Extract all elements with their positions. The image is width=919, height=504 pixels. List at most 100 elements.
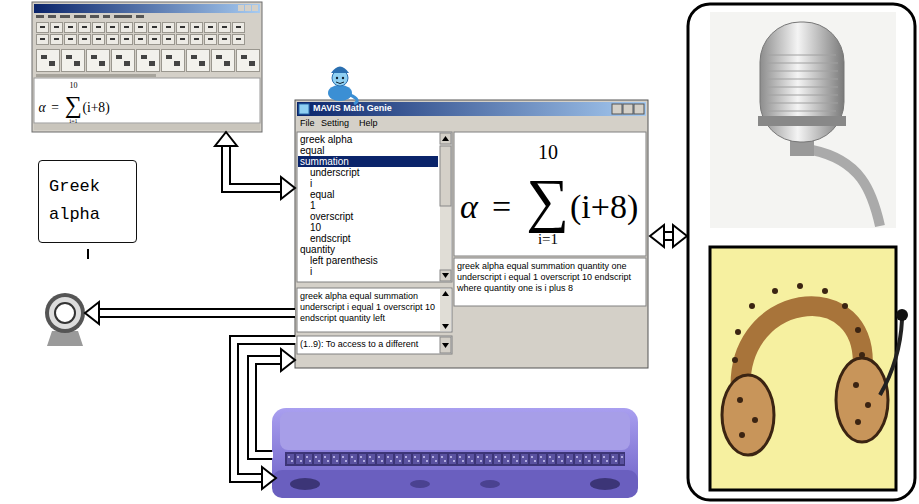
- scroll-arrow: [442, 324, 449, 329]
- dropdown-arrow: [442, 343, 449, 348]
- arrow-head: [215, 132, 237, 146]
- window-button: [634, 104, 644, 114]
- arrow-head: [262, 467, 276, 489]
- scroll-button: [440, 133, 451, 144]
- mic-band: [758, 116, 846, 126]
- menu-item: Setting: [321, 118, 349, 129]
- audio-devices: [688, 4, 915, 500]
- window-button: [252, 5, 258, 11]
- window-title: MAVIS Math Genie: [313, 103, 392, 114]
- mic-boom: [880, 320, 902, 395]
- formula-symbol: ∑: [526, 170, 569, 230]
- math-genie-window-frame: [295, 100, 648, 368]
- status-bar: [34, 124, 260, 130]
- panel-ground: [297, 132, 452, 282]
- speaker-cone: [55, 303, 75, 323]
- formula-symbol: (i+8): [82, 101, 109, 115]
- tree-item: i: [310, 178, 312, 189]
- tree-item: greek alpha: [300, 134, 352, 145]
- mathtype-window: α=∑(i+8)10i=1: [32, 2, 262, 132]
- formula-symbol: 10: [65, 82, 83, 90]
- device-key: [590, 478, 620, 490]
- formula-symbol: i=1: [526, 232, 570, 247]
- leopard-spots: [737, 382, 871, 438]
- genie-eye: [336, 77, 338, 79]
- tree-item: equal: [300, 145, 324, 156]
- braille-cell-strip: [285, 452, 625, 466]
- tree-item: summation: [298, 156, 438, 167]
- arrow-head: [85, 302, 99, 324]
- expression-tree-panel: greek alphaequalsummationunderscriptiequ…: [297, 132, 452, 282]
- speech-bubble: Greek alpha: [38, 160, 137, 243]
- device-key: [290, 478, 320, 490]
- tree-item: 10: [310, 222, 321, 233]
- window-button: [238, 5, 244, 11]
- arrow-shaft-inner: [252, 360, 283, 455]
- hollow-arrow-connector: [85, 302, 295, 324]
- menu-item: File: [300, 118, 315, 129]
- toolbar-buttons: [36, 22, 246, 46]
- speaker-ring: [49, 297, 81, 329]
- formula-symbol: i=1: [65, 118, 83, 124]
- mic-stand: [812, 150, 880, 226]
- tree-item: 1: [310, 200, 316, 211]
- photo-ground: [710, 12, 896, 228]
- scroll-arrow: [442, 136, 449, 141]
- device-key: [410, 480, 430, 488]
- leopard-spots: [732, 283, 865, 363]
- formula-symbol: α: [460, 190, 478, 224]
- speech-text: greek alpha equal summation underscript …: [300, 291, 438, 323]
- arrow-shaft-inner: [226, 145, 282, 188]
- speaker-rim: [45, 293, 85, 333]
- boom-mic: [896, 309, 908, 321]
- panel-ground: [297, 336, 452, 354]
- speaker-node: Greek alpha: [45, 293, 85, 333]
- device-body: [272, 408, 638, 498]
- description-text: greek alpha equal summation quantity one…: [457, 261, 643, 293]
- genie-turban: [331, 67, 349, 74]
- menu-item: Help: [359, 118, 378, 129]
- window-frame: [32, 2, 262, 132]
- device-top: [280, 412, 630, 450]
- arrow-shaft: [252, 360, 282, 455]
- formula-symbol: α: [38, 101, 45, 115]
- arrow-shaft-inner: [98, 310, 295, 316]
- bubble-tick: [87, 249, 89, 259]
- genie-figure: [328, 67, 357, 105]
- menu-marks: [36, 15, 144, 18]
- speech-text-panel: greek alpha equal summation underscript …: [297, 288, 452, 332]
- tree-item: overscript: [310, 211, 353, 222]
- genie-body: [328, 85, 352, 101]
- braille-display: [272, 408, 638, 498]
- panel-ground: [297, 288, 452, 332]
- window-button: [612, 104, 622, 114]
- formula-symbol: ∑: [65, 93, 82, 117]
- formula-display-panel: α=∑(i+8)10i=1: [454, 132, 646, 256]
- tree-item: endscript: [310, 233, 351, 244]
- braille-arrows: [234, 340, 296, 489]
- tree-item: quantity: [300, 244, 335, 255]
- status-text: (1..9): To access to a different: [300, 339, 438, 350]
- speaker-icon: [45, 249, 88, 346]
- tree-item: equal: [310, 189, 334, 200]
- scroll-arrow: [442, 273, 449, 278]
- mathtype-window-frame: [32, 2, 262, 132]
- speaker-base: [47, 331, 83, 346]
- device-front: [272, 470, 638, 498]
- genie-tail: [350, 95, 357, 104]
- app-icon: [299, 104, 309, 114]
- arrow-head: [673, 225, 687, 247]
- scrollbar: [440, 133, 451, 281]
- panel-ground: [454, 258, 646, 306]
- arrow-shaft: [234, 340, 295, 478]
- template-palette: [36, 49, 261, 73]
- ear-cup: [722, 375, 774, 455]
- arrow-shaft: [226, 145, 282, 188]
- formula-symbol: (i+8): [570, 190, 638, 224]
- mic-grille: [766, 55, 838, 111]
- scroll-arrow: [442, 291, 449, 296]
- tree-item: underscript: [310, 167, 359, 178]
- genie-smile: [336, 82, 344, 84]
- device-frame: [688, 4, 915, 500]
